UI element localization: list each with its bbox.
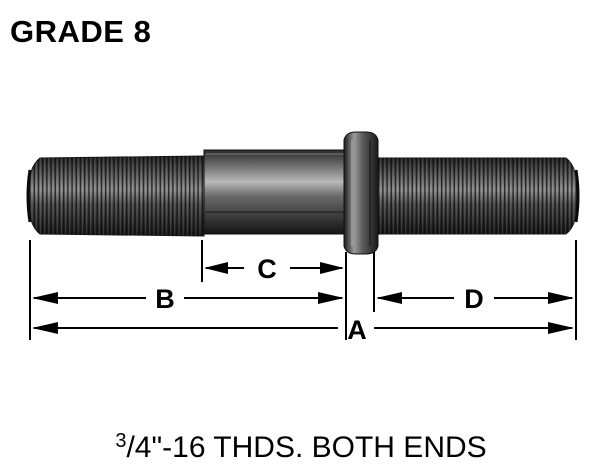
fraction-numerator: 3 — [115, 430, 127, 452]
dimension-label-a: A — [347, 315, 367, 345]
dimension-label-c: C — [257, 254, 277, 284]
left-thread — [26, 155, 205, 237]
shank — [203, 149, 347, 235]
dimension-b: B — [32, 284, 344, 314]
dimension-label-b: B — [155, 284, 175, 314]
fraction-denominator: /4 — [126, 431, 152, 464]
dimension-a: A — [32, 315, 574, 345]
thread-spec-caption: 3/4"-16 THDS. BOTH ENDS — [0, 423, 602, 466]
dimension-label-d: D — [464, 284, 484, 314]
dimension-c: C — [204, 254, 344, 284]
stud — [26, 131, 580, 255]
dimension-d: D — [376, 284, 574, 314]
collar — [343, 131, 379, 255]
extension-lines — [29, 240, 577, 340]
stud-diagram: C B D A — [26, 131, 580, 345]
grade-title: GRADE 8 — [10, 14, 152, 49]
right-thread — [377, 157, 580, 235]
thread-spec-text: "-16 THDS. BOTH ENDS — [151, 431, 487, 464]
